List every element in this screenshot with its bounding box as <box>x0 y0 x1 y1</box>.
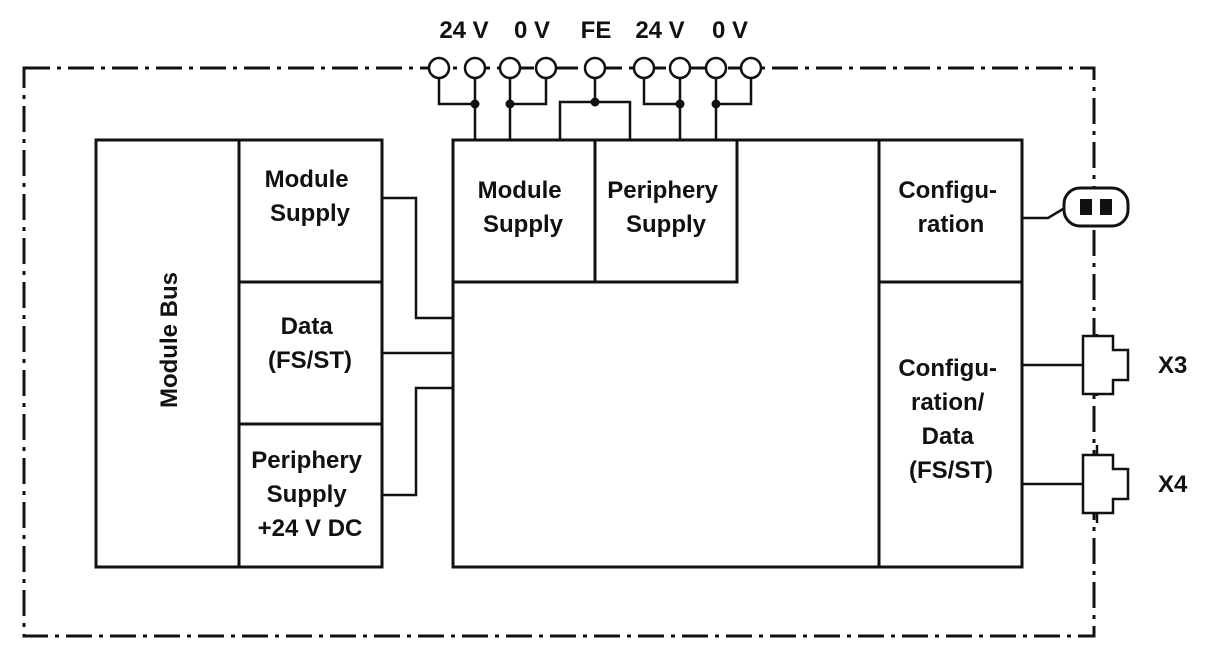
left-periphery-supply-label: Periphery Supply +24 V DC <box>251 447 368 542</box>
junction-dots <box>470 97 721 109</box>
top-periphery-supply-label: Periphery Supply <box>607 177 724 238</box>
configuration-label: Configu- ration <box>898 177 1003 238</box>
terminal-24v-2b-icon <box>668 56 692 80</box>
config-plug-icon <box>1022 186 1130 228</box>
terminal-0v-2b-icon <box>739 56 763 80</box>
module-bus-label: Module Bus <box>156 272 183 408</box>
terminal-0v-1b-icon <box>534 56 558 80</box>
terminal-0v-2a-icon <box>704 56 728 80</box>
terminal-label-24v-2: 24 V <box>635 17 684 44</box>
terminal-24v-1b-icon <box>463 56 487 80</box>
terminal-0v-1a-icon <box>498 56 522 80</box>
device-enclosure <box>22 66 1096 638</box>
x3-connector-icon <box>1022 334 1130 396</box>
config-data-label: Configu- ration/ Data (FS/ST) <box>898 355 1003 484</box>
bus-links <box>382 196 453 497</box>
terminal-label-fe: FE <box>581 17 612 44</box>
top-module-supply-label: Module Supply <box>478 177 569 238</box>
left-data-label: Data (FS/ST) <box>268 313 352 374</box>
terminal-24v-1a-icon <box>427 56 451 80</box>
terminal-24v-2a-icon <box>632 56 656 80</box>
terminal-label-24v-1: 24 V <box>439 17 488 44</box>
x4-connector-icon <box>1022 445 1130 523</box>
x3-label: X3 <box>1158 352 1187 379</box>
terminal-wiring <box>437 78 753 140</box>
terminal-label-0v-2: 0 V <box>712 17 748 44</box>
x4-label: X4 <box>1158 471 1188 498</box>
left-module-supply-label: Module Supply <box>265 166 356 227</box>
terminal-circles <box>427 56 763 80</box>
terminal-fe-icon <box>583 56 607 80</box>
terminal-label-0v-1: 0 V <box>514 17 550 44</box>
